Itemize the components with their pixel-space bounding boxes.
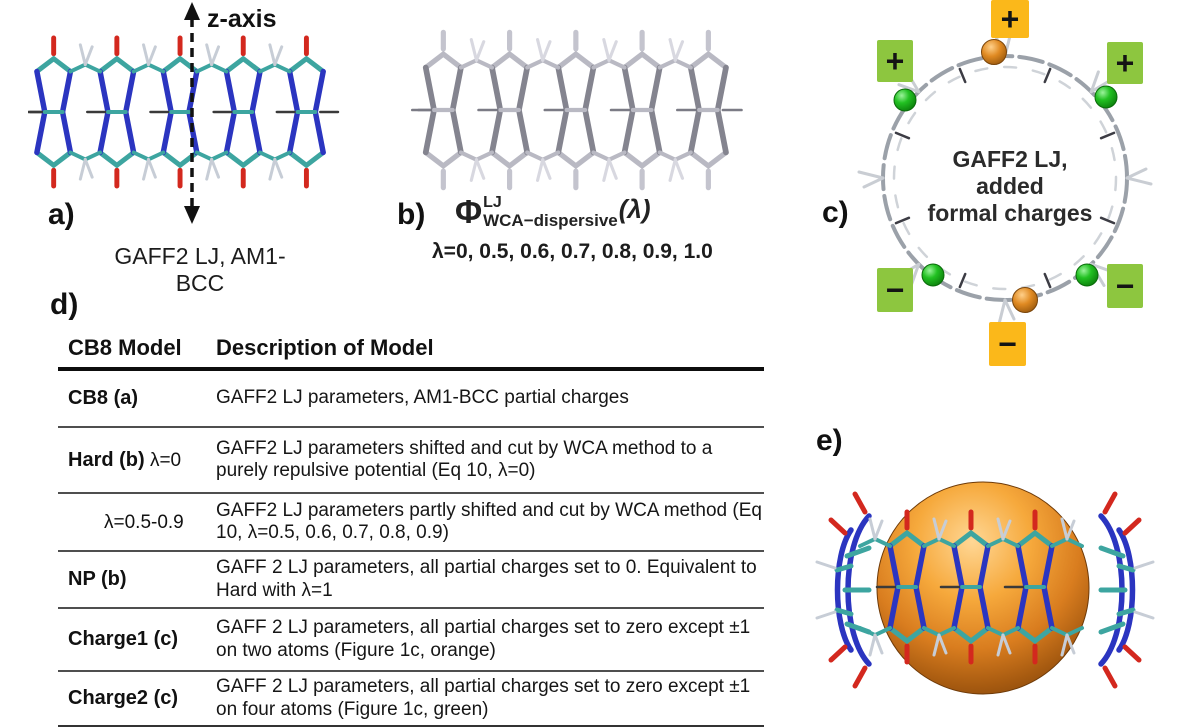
description-cell: GAFF2 LJ parameters shifted and cut by W… xyxy=(216,437,713,481)
model-cell: Charge1 (c) xyxy=(68,628,179,650)
model-cell: Charge2 (c) xyxy=(68,687,179,709)
table-row: Charge1 (c) GAFF 2 LJ parameters, all pa… xyxy=(58,609,764,672)
charged-atom-green-lower-left xyxy=(921,263,945,287)
model-cell: λ=0.5-0.9 xyxy=(104,511,184,533)
panel-e-label: e) xyxy=(816,424,843,457)
table-row: λ=0.5-0.9 GAFF2 LJ parameters partly shi… xyxy=(58,494,764,552)
table-row: Charge2 (c) GAFF 2 LJ parameters, all pa… xyxy=(58,672,764,727)
table-row: NP (b) GAFF 2 LJ parameters, all partial… xyxy=(58,552,764,609)
formula-argument: (λ) xyxy=(618,194,651,224)
molecule-e-with-guest-sphere xyxy=(817,481,1153,695)
charged-atom-green-upper-right xyxy=(1094,85,1118,109)
table-header-row: CB8 Model Description of Model xyxy=(58,333,764,371)
cb8-model-table: CB8 Model Description of Model CB8 (a) G… xyxy=(58,333,764,727)
z-axis-arrow-icon xyxy=(184,2,200,224)
charge-badge-lower-right-minus: − xyxy=(1107,264,1143,308)
model-cell: Hard (b) λ=0 xyxy=(68,448,182,471)
table-header-model: CB8 Model xyxy=(68,335,182,360)
panel-c-center-text-line2: formal charges xyxy=(927,200,1093,227)
panel-a-label: a) xyxy=(48,198,75,231)
formula-superscript: LJ xyxy=(483,194,502,211)
z-axis-label: z-axis xyxy=(207,5,277,33)
charge-badge-upper-left-plus: + xyxy=(877,40,913,82)
panel-b-lambda-values: λ=0, 0.5, 0.6, 0.7, 0.8, 0.9, 1.0 xyxy=(432,240,713,263)
charged-atom-green-upper-left xyxy=(893,88,917,112)
panel-c-center-text: GAFF2 LJ, added formal charges xyxy=(925,146,1095,227)
description-cell: GAFF2 LJ parameters partly shifted and c… xyxy=(216,499,762,543)
description-cell: GAFF2 LJ parameters, AM1-BCC partial cha… xyxy=(216,387,629,409)
charged-atom-green-lower-right xyxy=(1075,263,1099,287)
charged-atom-orange-top xyxy=(981,39,1007,65)
molecule-c-top-view-ring xyxy=(857,30,1153,326)
formula-phi: Φ xyxy=(455,193,483,230)
panel-c-label: c) xyxy=(822,196,849,229)
charge-badge-upper-right-plus: + xyxy=(1107,42,1143,84)
panel-a-caption: GAFF2 LJ, AM1-BCC xyxy=(114,243,286,296)
panel-c-center-text-line1: GAFF2 LJ, added xyxy=(952,146,1068,200)
formula-supsub: LJ WCA−dispersive xyxy=(483,194,618,230)
description-cell: GAFF 2 LJ parameters, all partial charge… xyxy=(216,617,751,661)
charge-badge-top-plus: + xyxy=(991,0,1029,38)
table-header-description: Description of Model xyxy=(216,335,434,360)
description-cell: GAFF 2 LJ parameters, all partial charge… xyxy=(216,676,751,720)
molecule-b-side-view xyxy=(412,32,743,188)
description-cell: GAFF 2 LJ parameters, all partial charge… xyxy=(216,557,757,601)
formula-subscript: WCA−dispersive xyxy=(483,211,618,230)
panel-b-formula: Φ LJ WCA−dispersive (λ) xyxy=(455,193,651,230)
table-row: Hard (b) λ=0 GAFF2 LJ parameters shifted… xyxy=(58,428,764,494)
model-cell: NP (b) xyxy=(68,568,127,590)
panel-d-label: d) xyxy=(50,288,79,321)
charged-atom-orange-bottom xyxy=(1012,287,1038,313)
model-cell: CB8 (a) xyxy=(68,387,139,409)
table-row: CB8 (a) GAFF2 LJ parameters, AM1-BCC par… xyxy=(58,371,764,428)
molecule-a-side-view xyxy=(28,37,340,187)
panel-b-label: b) xyxy=(397,198,426,231)
charge-badge-lower-left-minus: − xyxy=(877,268,913,312)
charge-badge-bottom-minus: − xyxy=(989,322,1026,366)
